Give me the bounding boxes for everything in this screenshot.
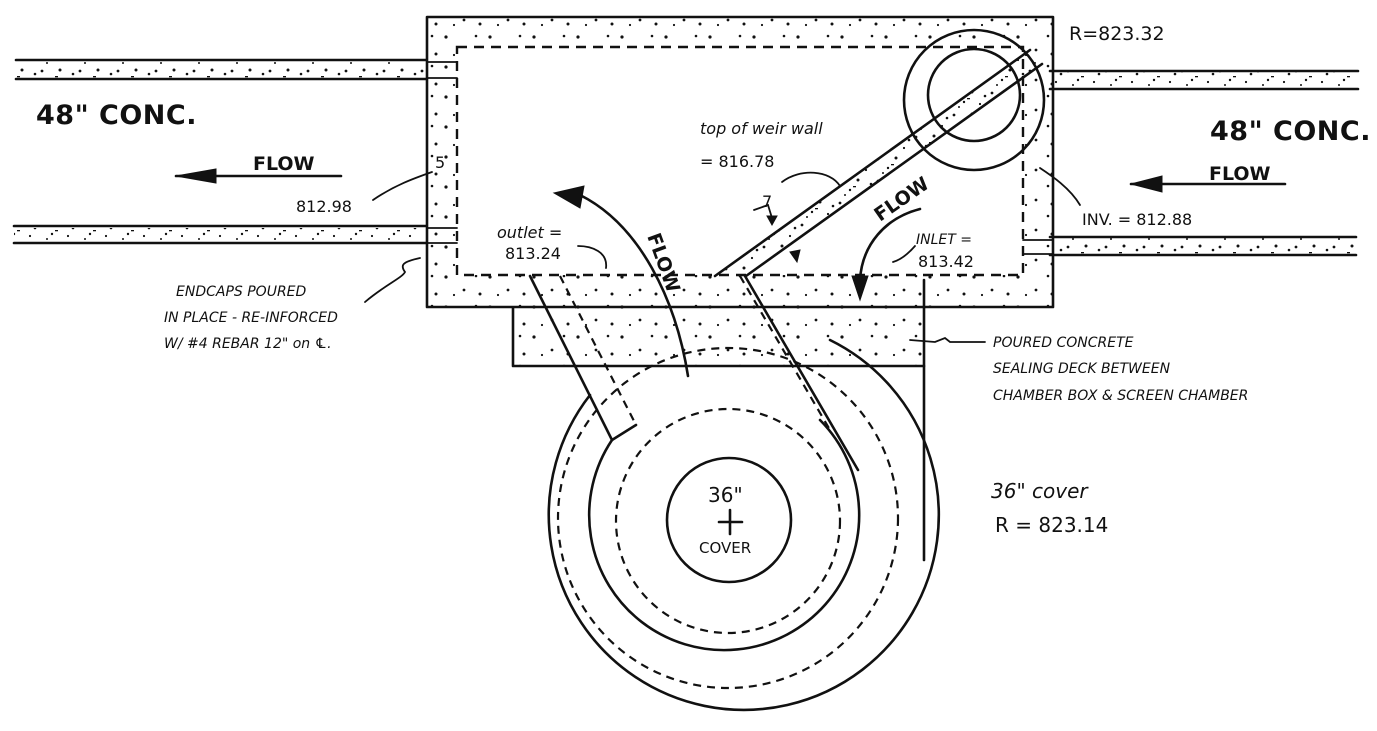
left-flow-label: FLOW xyxy=(253,153,315,175)
leader-weir xyxy=(781,171,841,187)
deck-note-line1: POURED CONCRETE xyxy=(993,335,1134,351)
right-flow-label: FLOW xyxy=(1209,163,1271,185)
outlet-pipe xyxy=(528,274,860,472)
inlet-manhole xyxy=(902,28,1046,172)
inlet-pipe-inner xyxy=(739,275,831,431)
left-pipe xyxy=(12,58,428,245)
left-pipe-bottom-wall-fill xyxy=(14,228,426,243)
right-flow-arrowhead xyxy=(1130,175,1163,193)
left-pipe-top-wall-fill xyxy=(16,62,426,78)
sealing-deck-outline xyxy=(511,306,926,368)
leader-outlet xyxy=(577,245,607,269)
endcaps-note-line2: IN PLACE - RE-INFORCED xyxy=(164,310,338,326)
leader-right-invert xyxy=(1039,167,1081,206)
weir-thickness-mark xyxy=(753,203,773,219)
left-pipe-label: 48" CONC. xyxy=(36,100,197,131)
leader-deck xyxy=(909,336,986,343)
screen-chamber-inner-wall xyxy=(587,418,861,652)
inlet-pipe-wall xyxy=(743,274,860,472)
left-flow-arrowhead xyxy=(175,168,217,184)
rim-elevation-label: R=823.32 xyxy=(1069,23,1165,45)
weir-thickness-arrowhead xyxy=(789,249,801,264)
deck-note-line2: SEALING DECK BETWEEN xyxy=(993,361,1171,377)
weir-wall xyxy=(713,48,1044,278)
weir-thickness-arrowhead xyxy=(766,215,778,227)
cover-note-line2: R = 823.14 xyxy=(995,513,1108,537)
right-invert-label: INV. = 812.88 xyxy=(1082,210,1192,229)
leader-left-invert xyxy=(372,171,433,201)
left-invert-label: 812.98 xyxy=(296,197,352,216)
right-pipe-label: 48" CONC. xyxy=(1210,116,1371,147)
endcaps-note-line3: W/ #4 REBAR 12" on ℄. xyxy=(164,336,332,352)
weir-wall-edge-lower xyxy=(744,62,1044,278)
outlet-label-line1: outlet = xyxy=(497,223,562,242)
screen-chamber-inner-dashed xyxy=(614,407,842,635)
weir-wall-edge-upper xyxy=(713,48,1032,278)
inlet-flow-arrowhead xyxy=(851,275,869,302)
cover-circle xyxy=(665,456,793,584)
right-pipe-bottom-wall-fill xyxy=(1052,238,1356,254)
inlet-manhole-outer-ring xyxy=(902,28,1046,172)
screen-chamber-outer-dashed xyxy=(556,346,900,690)
leader-lines xyxy=(364,167,1081,343)
weir-thickness-mark-label: 7 xyxy=(762,192,772,211)
cover-size-label: 36" xyxy=(708,483,743,507)
endcaps-note-line1: ENDCAPS POURED xyxy=(176,284,307,300)
inlet-label-line1: INLET = xyxy=(916,232,972,248)
weir-wall-fill xyxy=(715,50,1042,276)
weir-label-line2: = 816.78 xyxy=(700,152,774,171)
outlet-pipe-end xyxy=(610,423,638,442)
inlet-flow-arrow xyxy=(858,207,922,282)
outlet-pipe-left-wall xyxy=(528,274,614,442)
right-pipe xyxy=(1048,69,1360,257)
flow-arrows xyxy=(174,168,1287,378)
outlet-flow-arrow xyxy=(578,193,690,378)
cover-note-line1: 36" cover xyxy=(991,479,1089,503)
screen-chamber xyxy=(547,338,941,712)
leader-endcaps xyxy=(364,257,421,303)
outlet-flow-arrowhead xyxy=(552,185,585,209)
screen-chamber-outer-wall xyxy=(547,338,941,712)
cover-center-label: COVER xyxy=(699,539,751,557)
chamber-box-outer-wall xyxy=(425,15,1055,309)
weir-label-line1: top of weir wall xyxy=(700,119,823,138)
sealing-deck-fill xyxy=(513,308,924,366)
right-pipe-top-wall-fill xyxy=(1052,72,1358,88)
inlet-manhole-inner-ring xyxy=(926,47,1022,143)
outlet-label-line2: 813.24 xyxy=(505,244,561,263)
deck-note-line3: CHAMBER BOX & SCREEN CHAMBER xyxy=(993,388,1248,404)
inlet-label-line2: 813.42 xyxy=(918,252,974,271)
endcap-mark-label: 5 xyxy=(435,153,445,172)
leader-inlet xyxy=(892,245,916,263)
